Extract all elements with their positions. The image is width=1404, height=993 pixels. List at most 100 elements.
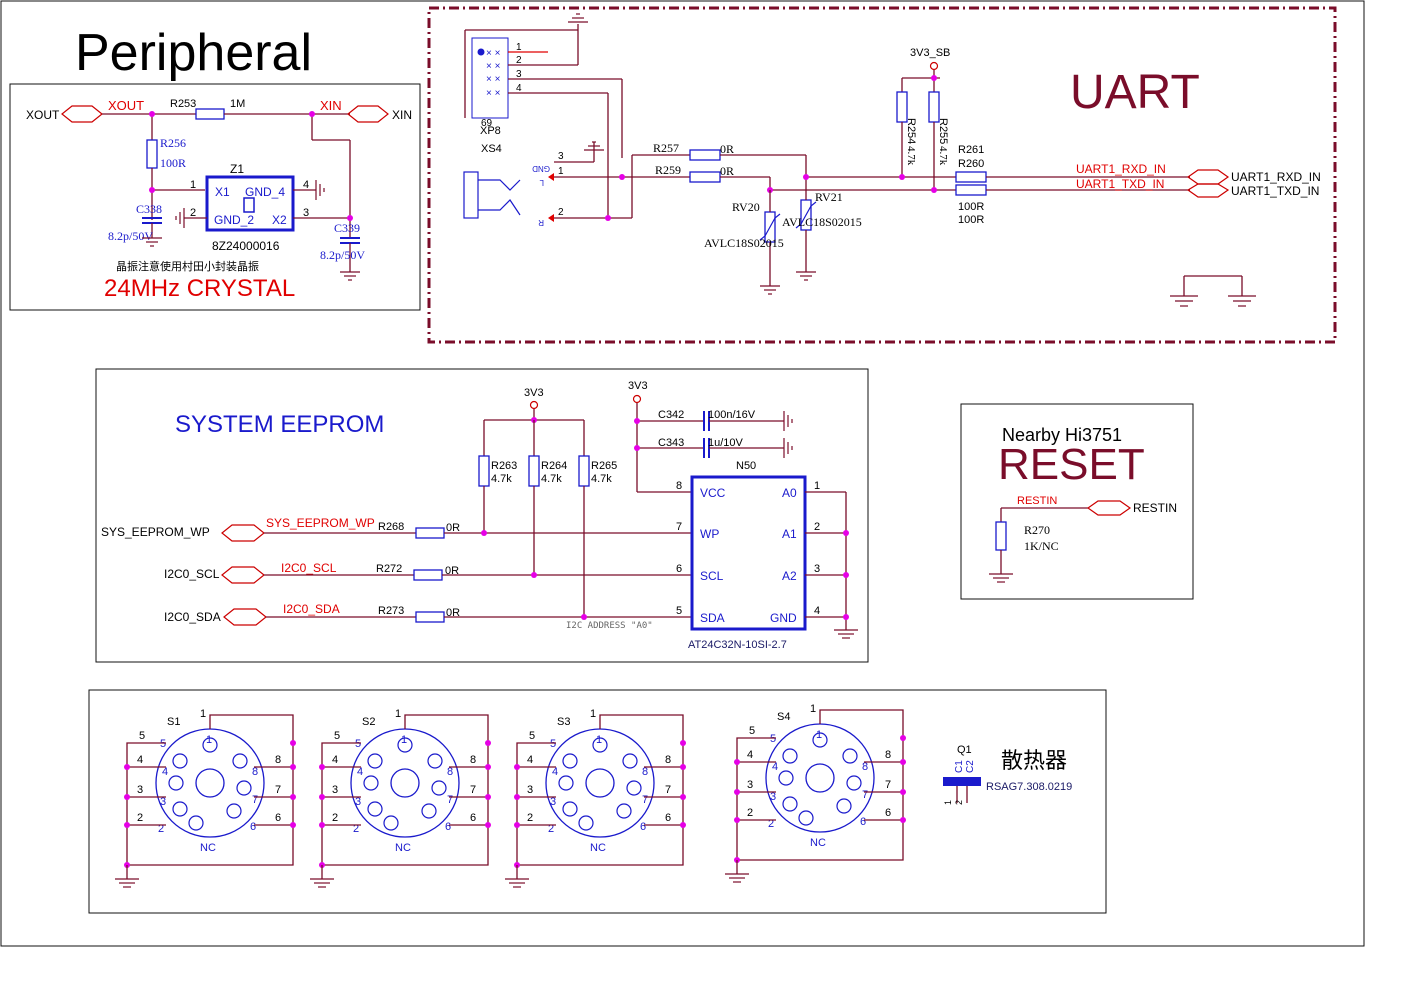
z1-pin-x2: X2 <box>272 213 287 227</box>
z1-pin4-num: 4 <box>303 179 309 191</box>
r256-resistor <box>146 139 158 169</box>
uart-frame <box>427 6 1337 344</box>
socket-pin-number: 2 <box>353 823 359 835</box>
xp8-connector <box>471 37 509 119</box>
socket-outer-pin: 7 <box>275 784 281 796</box>
socket-pin-hole <box>421 803 437 819</box>
socket-pin-hole <box>168 775 184 791</box>
ground-icon <box>142 237 162 247</box>
socket-pin-hole <box>782 796 798 812</box>
junction-dot <box>900 817 906 823</box>
xin-net-label: XIN <box>320 98 342 113</box>
socket-outer-pin: 5 <box>749 725 755 737</box>
r253-value: 1M <box>230 98 245 110</box>
socket-outer-pin: 3 <box>332 784 338 796</box>
z1-crystal <box>205 175 295 232</box>
c338-label: C338 <box>136 202 162 216</box>
socket-pin-hole <box>798 810 814 826</box>
r254-value: 4.7k <box>905 146 917 166</box>
xout-port-label: XOUT <box>26 108 60 122</box>
socket-key-icon <box>805 763 835 793</box>
socket-wire <box>126 714 294 866</box>
r259-resistor <box>689 171 721 183</box>
rv21-part: AVLC18S02015 <box>782 215 862 229</box>
wp-port[interactable] <box>221 524 265 542</box>
xin-port-label: XIN <box>392 108 412 122</box>
socket-outer-pin: 7 <box>885 779 891 791</box>
socket-outer-pin: 7 <box>665 784 671 796</box>
junction-dot <box>485 794 491 800</box>
socket-outer-pin: 3 <box>747 779 753 791</box>
socket-pin-hole <box>383 815 399 831</box>
r264-label: R264 <box>541 460 567 472</box>
junction-dot <box>290 740 296 746</box>
socket-outer-pin: 4 <box>137 754 143 766</box>
xout-net-label: XOUT <box>108 98 144 113</box>
r261-resistor <box>955 171 987 183</box>
socket-outer-pin: 8 <box>885 749 891 761</box>
n50-pin4-num: 4 <box>814 605 820 617</box>
xs4-label: XS4 <box>481 143 502 155</box>
rv20-label: RV20 <box>732 200 760 214</box>
junction-dot <box>900 789 906 795</box>
socket-outer-pin: 5 <box>334 730 340 742</box>
socket-pin-number: 8 <box>447 766 453 778</box>
socket-outer-pin: 3 <box>527 784 533 796</box>
n50-pin6-num: 6 <box>676 563 682 575</box>
socket-wire <box>736 709 904 861</box>
uart-block: UART × × × × × × × × 69 XP8 XS4 1 2 3 4 … <box>427 6 1337 344</box>
sda-port[interactable] <box>223 608 267 626</box>
q1-c1: C1 <box>954 760 965 773</box>
z1-pin1-num: 1 <box>190 179 196 191</box>
svg-text:× ×: × × <box>486 48 501 59</box>
eeprom-supply2-label: 3V3 <box>628 380 648 392</box>
n50-pin3-name: A2 <box>782 569 797 583</box>
socket-pin-number: 7 <box>252 794 258 806</box>
reset-net-label: RESTIN <box>1017 495 1057 507</box>
r254-label: R254 <box>905 118 917 144</box>
z1-label: Z1 <box>230 162 244 176</box>
crystal-title: 24MHz CRYSTAL <box>104 275 295 302</box>
xs4-pin1: 1 <box>558 166 564 177</box>
sheet-title: Peripheral <box>75 24 312 82</box>
n50-part: AT24C32N-10SI-2.7 <box>688 639 787 651</box>
socket-pin-number: 6 <box>250 821 256 833</box>
sockets-block: 18765432NCS11543287618765432NCS215432876… <box>88 689 1107 914</box>
socket-pin-number: 6 <box>860 816 866 828</box>
z1-pin3-num: 3 <box>303 207 309 219</box>
rxd-port[interactable] <box>1186 169 1230 185</box>
r265-value: 4.7k <box>591 473 612 485</box>
socket-pin-number: 2 <box>548 823 554 835</box>
txd-port[interactable] <box>1186 183 1230 198</box>
socket-pin-hole <box>562 753 578 769</box>
r256-label: R256 <box>160 136 186 150</box>
c342-label: C342 <box>658 409 684 421</box>
n50-pin3-num: 3 <box>814 563 820 575</box>
restin-port[interactable] <box>1086 500 1132 516</box>
socket-pin-hole <box>558 775 574 791</box>
socket-outer-pin: 3 <box>137 784 143 796</box>
z1-pin-gnd4: GND_4 <box>245 185 285 199</box>
reset-block: Nearby Hi3751 RESET RESTIN RESTIN R270 1… <box>960 403 1194 600</box>
socket-pin-number: 5 <box>550 738 556 750</box>
ground-icon <box>568 13 588 23</box>
xin-port[interactable] <box>347 105 389 123</box>
socket-outer-pin: 2 <box>332 812 338 824</box>
scl-port[interactable] <box>221 566 265 584</box>
crystal-symbol-icon <box>243 197 255 213</box>
r260-resistor <box>955 184 987 196</box>
sda-net-label: I2C0_SDA <box>283 602 340 616</box>
n50-pin8-name: VCC <box>700 486 726 500</box>
junction-dot <box>900 759 906 765</box>
junction-dot <box>290 822 296 828</box>
sheet-border <box>0 0 1365 947</box>
n50-pin5-num: 5 <box>676 605 682 617</box>
socket-pin-hole <box>172 801 188 817</box>
socket-pin-number: 1 <box>596 734 602 746</box>
n50-pin6-name: SCL <box>700 569 724 583</box>
xout-port[interactable] <box>61 105 103 123</box>
xs4-pin3: 3 <box>558 151 564 162</box>
wp-net-label: SYS_EEPROM_WP <box>266 516 375 530</box>
heatsink-label: 散热器 <box>1001 748 1067 773</box>
socket-outer-pin: 7 <box>470 784 476 796</box>
